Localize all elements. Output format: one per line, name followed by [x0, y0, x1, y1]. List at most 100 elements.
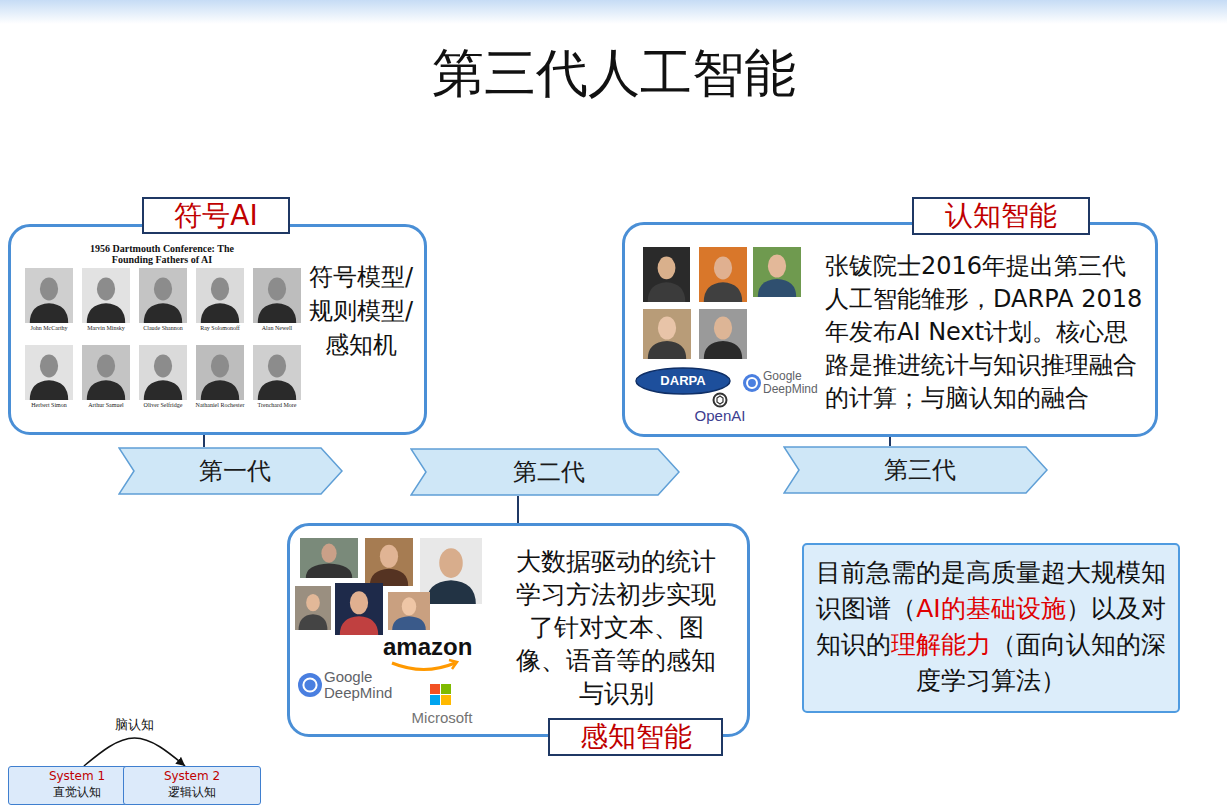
photo-head	[154, 277, 172, 300]
photo-shoulders	[299, 614, 328, 630]
portrait-photo	[139, 345, 187, 400]
section-panel: 认知智能张钹院士2016年提出第三代人工智能雏形，DARPA 2018年发布AI…	[622, 222, 1158, 437]
deepmind-ring	[747, 378, 757, 388]
portrait-caption: Arthur Samuel	[78, 402, 135, 409]
photo-background	[335, 583, 383, 635]
photo-head	[211, 277, 229, 300]
photo-shoulders	[426, 580, 476, 604]
portrait-photo	[82, 345, 130, 400]
chevron-outline	[119, 448, 342, 494]
portrait-caption: Claude Shannon	[135, 325, 192, 332]
photo-background	[253, 345, 301, 400]
edge-label: 脑认知	[113, 717, 156, 733]
era-label: 第三代	[783, 446, 1048, 494]
logo-text: DARPA	[636, 373, 730, 389]
deepmind-disc	[298, 673, 322, 697]
portrait-photo	[365, 538, 413, 586]
photo-background	[643, 309, 691, 359]
microsoft-square	[430, 684, 440, 694]
photo-head	[40, 354, 58, 377]
photo-shoulders	[392, 616, 426, 630]
photo-shoulders	[87, 380, 125, 400]
photo-shoulders	[144, 303, 182, 323]
photo-head	[768, 254, 786, 277]
photo-shoulders	[144, 380, 182, 400]
deepmind-logo	[298, 673, 322, 697]
timeline-connector	[203, 435, 205, 447]
photo-shoulders	[758, 279, 796, 297]
timeline-connector	[889, 437, 891, 446]
portrait-photo	[753, 247, 801, 297]
photo-shoulders	[704, 282, 742, 302]
amazon-smile-tip	[449, 660, 457, 669]
portrait-photo	[643, 309, 691, 359]
photo-head	[97, 277, 115, 300]
portrait-caption: Marvin Minsky	[78, 325, 135, 332]
text-run: 理解能力	[891, 630, 991, 659]
photo-background	[699, 247, 747, 302]
era-chevron: 第一代	[118, 447, 343, 495]
photo-head	[154, 354, 172, 377]
photo-head	[268, 354, 286, 377]
deepmind-logo	[743, 374, 761, 392]
portrait-photo	[300, 538, 358, 578]
photo-head	[40, 277, 58, 300]
photo-background	[196, 268, 244, 323]
photo-shoulders	[258, 303, 296, 323]
note-box: 目前急需的是高质量超大规模知识图谱（AI的基础设施）以及对知识的理解能力（面向认…	[802, 543, 1180, 713]
photo-background	[643, 247, 690, 302]
photo-background	[139, 268, 187, 323]
portrait-caption: John McCarthy	[21, 325, 78, 332]
photo-background	[25, 268, 73, 323]
photo-head	[439, 548, 463, 578]
openai-knot	[717, 396, 723, 404]
photo-head	[658, 257, 676, 280]
panel-body-text: 符号模型/规则模型/感知机	[308, 260, 414, 362]
portrait-photo	[699, 247, 747, 302]
timeline-connector	[517, 496, 519, 523]
portrait-caption: Oliver Selfridge	[135, 402, 192, 409]
photo-shoulders	[201, 380, 239, 400]
portrait-photo	[699, 309, 747, 359]
portrait-photo	[295, 586, 331, 630]
system-label: 逻辑认知	[124, 785, 260, 800]
chevron-outline	[784, 447, 1047, 493]
photo-background	[196, 345, 244, 400]
chevron-outline	[411, 449, 679, 495]
photo-shoulders	[306, 564, 352, 578]
photo-shoulders	[87, 303, 125, 323]
photo-background	[139, 345, 187, 400]
portrait-photo	[643, 247, 690, 302]
era-label: 第二代	[410, 448, 680, 496]
logo-text: OpenAI	[685, 407, 755, 425]
photo-background	[82, 345, 130, 400]
photo-background	[300, 538, 358, 578]
microsoft-square	[441, 684, 451, 694]
microsoft-square	[441, 695, 451, 705]
era-chevron: 第二代	[410, 448, 680, 496]
photo-collage-title: 1956 Dartmouth Conference: The Founding …	[72, 243, 252, 265]
logo-text: Microsoft	[400, 709, 484, 727]
portrait-caption: Ray Solomonoff	[192, 325, 249, 332]
photo-head	[268, 277, 286, 300]
photo-background	[388, 592, 430, 630]
portrait-caption: Trenchard More	[249, 402, 306, 409]
photo-shoulders	[704, 341, 742, 359]
photo-background	[295, 586, 331, 630]
photo-shoulders	[258, 380, 296, 400]
photo-background	[82, 268, 130, 323]
panel-heading: 符号AI	[142, 197, 290, 234]
photo-head	[714, 256, 732, 279]
portrait-caption: Herbert Simon	[21, 402, 78, 409]
panel-heading: 认知智能	[912, 197, 1090, 235]
photo-head	[306, 594, 320, 611]
portrait-photo	[196, 268, 244, 323]
logo-text: Google DeepMind	[763, 370, 823, 396]
panel-body-text: 张钹院士2016年提出第三代人工智能雏形，DARPA 2018年发布AI Nex…	[825, 250, 1149, 415]
header-band	[0, 0, 1227, 24]
photo-background	[753, 247, 801, 297]
portrait-caption: Nathaniel Rochester	[192, 402, 249, 409]
logo-text: Google DeepMind	[324, 669, 398, 701]
deepmind-disc	[743, 374, 761, 392]
